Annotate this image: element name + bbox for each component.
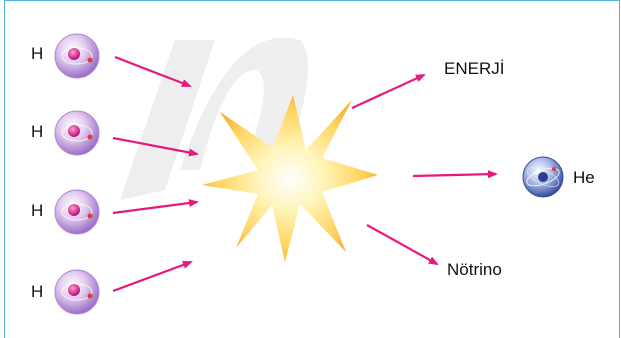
hydrogen-label-4: H bbox=[31, 282, 43, 302]
arrow-h3-to-fusion bbox=[113, 202, 197, 213]
starburst-icon bbox=[202, 95, 378, 262]
energy-label: ENERJİ bbox=[444, 59, 504, 79]
arrow-to-energy bbox=[352, 75, 424, 108]
helium-label: He bbox=[573, 168, 595, 188]
neutrino-label: Nötrino bbox=[447, 260, 502, 280]
hydrogen-atom-icon bbox=[55, 34, 99, 78]
arrow-to-neutrino bbox=[367, 225, 437, 264]
helium-atom-icon bbox=[523, 157, 563, 197]
hydrogen-label-1: H bbox=[31, 44, 43, 64]
hydrogen-atom-icon bbox=[55, 111, 99, 155]
hydrogen-atom-icon bbox=[55, 190, 99, 234]
hydrogen-atom-icon bbox=[55, 270, 99, 314]
arrow-h4-to-fusion bbox=[113, 262, 191, 291]
arrow-to-helium bbox=[413, 174, 496, 176]
hydrogen-label-2: H bbox=[31, 122, 43, 142]
hydrogen-label-3: H bbox=[31, 201, 43, 221]
